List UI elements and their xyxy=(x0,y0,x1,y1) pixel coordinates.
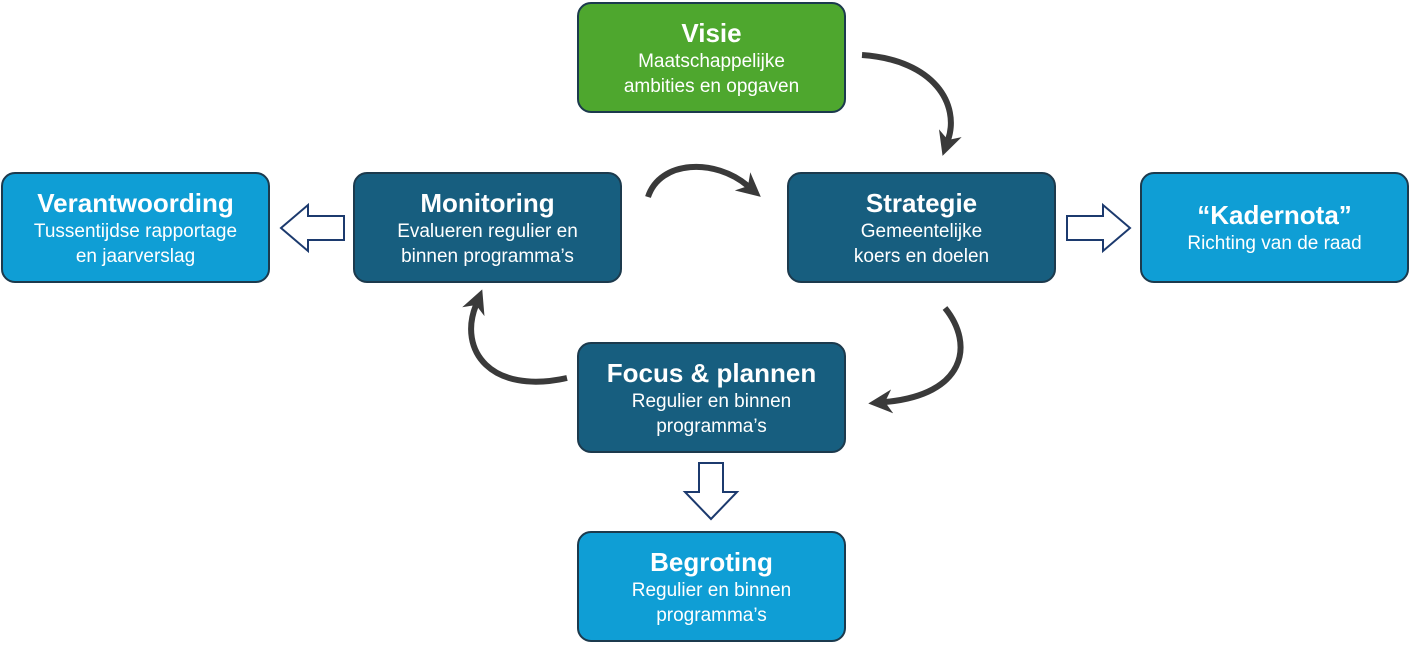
node-begroting: Begroting Regulier en binnen programma’s xyxy=(577,531,846,642)
node-monitoring-subtitle: Evalueren regulier en binnen programma’s xyxy=(397,220,578,267)
node-kadernota-subtitle: Richting van de raad xyxy=(1187,233,1362,254)
curved-arrow-visie-to-strategie xyxy=(861,52,962,156)
node-focus-plannen: Focus & plannen Regulier en binnen progr… xyxy=(577,342,846,453)
curved-arrow-strategie-to-focus xyxy=(868,306,964,414)
node-focus-plannen-subtitle: Regulier en binnen programma’s xyxy=(631,390,792,437)
node-kadernota: “Kadernota” Richting van de raad xyxy=(1140,172,1409,283)
node-begroting-subtitle: Regulier en binnen programma’s xyxy=(631,579,792,626)
node-verantwoording-subtitle: Tussentijdse rapportage en jaarverslag xyxy=(33,220,238,267)
node-strategie: Strategie Gemeentelijke koers en doelen xyxy=(787,172,1056,283)
node-verantwoording-title: Verantwoording xyxy=(37,187,234,218)
node-visie-subtitle: Maatschappelijke ambities en opgaven xyxy=(623,50,800,97)
node-visie-title: Visie xyxy=(681,17,742,48)
outline-arrow-strategie-to-kadernota xyxy=(1066,202,1132,254)
node-verantwoording: Verantwoording Tussentijdse rapportage e… xyxy=(1,172,270,283)
outline-arrow-monitoring-to-verantwoording xyxy=(279,202,345,254)
outline-arrow-focus-to-begroting xyxy=(682,462,740,521)
node-strategie-subtitle: Gemeentelijke koers en doelen xyxy=(853,220,990,267)
node-monitoring: Monitoring Evalueren regulier en binnen … xyxy=(353,172,622,283)
node-focus-plannen-title: Focus & plannen xyxy=(606,357,817,388)
node-kadernota-title: “Kadernota” xyxy=(1197,200,1352,230)
node-begroting-title: Begroting xyxy=(650,546,773,577)
node-monitoring-title: Monitoring xyxy=(420,187,555,218)
node-visie: Visie Maatschappelijke ambities en opgav… xyxy=(577,2,846,113)
curved-arrow-focus-to-monitoring xyxy=(462,289,568,385)
node-strategie-title: Strategie xyxy=(865,187,978,218)
curved-arrow-monitoring-to-strategie xyxy=(645,163,761,199)
